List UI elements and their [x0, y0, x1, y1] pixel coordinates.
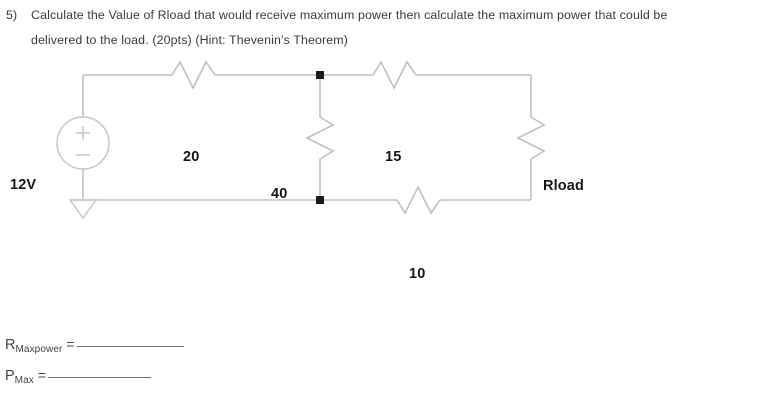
- answer-row-p-max: PMax=: [5, 367, 152, 386]
- circuit-diagram: 12V 20 40 15 10 Rload: [0, 55, 700, 282]
- ground-icon: [68, 199, 98, 220]
- answer-input-r-maxpower[interactable]: [76, 346, 184, 347]
- node-dot-b: [316, 196, 324, 204]
- answer-input-p-max[interactable]: [48, 377, 152, 378]
- circuit-schematic-svg: [56, 60, 546, 220]
- answer-row-r-maxpower: RMaxpower=: [5, 336, 184, 355]
- question-text-line-2: delivered to the load. (20pts) (Hint: Th…: [31, 33, 348, 47]
- answer-subscript-max: Max: [14, 374, 34, 386]
- answer-subscript-maxpower: Maxpower: [15, 343, 63, 355]
- question-text-line-1: Calculate the Value of Rload that would …: [31, 8, 668, 22]
- answer-equals-sign-2: =: [37, 367, 47, 383]
- resistor-20-symbol: [171, 60, 216, 90]
- voltage-source-circle: [56, 116, 110, 170]
- resistor-20-label: 20: [183, 149, 200, 165]
- answer-symbol-p: P: [5, 368, 15, 384]
- question-number: 5): [6, 8, 18, 22]
- resistor-15-label: 15: [385, 149, 402, 165]
- resistor-40-symbol: [305, 116, 335, 160]
- resistor-rload-label: Rload: [543, 178, 585, 194]
- answer-symbol-r: R: [5, 337, 16, 353]
- answer-equals-sign-1: =: [66, 336, 75, 352]
- resistor-rload-symbol: [516, 116, 546, 160]
- resistor-10-label: 10: [409, 266, 426, 282]
- resistor-15-symbol: [372, 60, 417, 90]
- resistor-10-symbol: [396, 185, 441, 215]
- voltage-source-plus-icon: [76, 126, 90, 140]
- node-dot-a: [316, 71, 324, 79]
- voltage-source-label: 12V: [10, 177, 37, 193]
- resistor-40-label: 40: [271, 186, 288, 202]
